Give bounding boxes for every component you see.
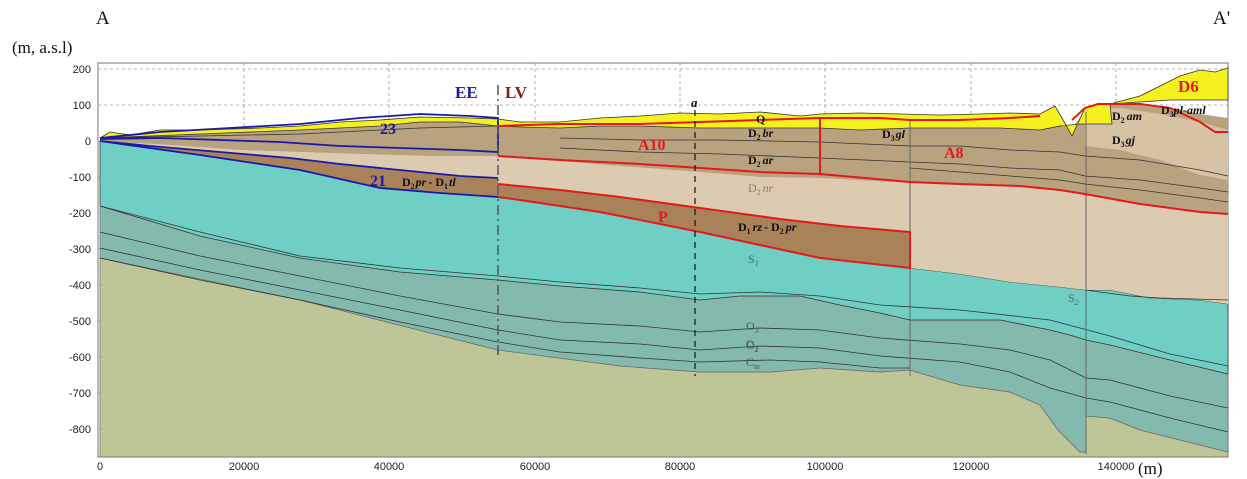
x-tick-label: 40000 bbox=[374, 461, 405, 473]
layer-d6 bbox=[1109, 67, 1229, 105]
label-o3: O3 bbox=[746, 319, 759, 335]
label-cm: Cm bbox=[746, 355, 760, 371]
label-o1: O1 bbox=[746, 337, 759, 353]
label-d3pl-aml: D3pl-aml bbox=[1161, 103, 1206, 119]
y-axis-unit: (m, a.s.l) bbox=[12, 38, 72, 57]
y-tick-label: -400 bbox=[69, 280, 91, 292]
label-latvia: LV bbox=[505, 83, 528, 102]
aquifer-a8-outline bbox=[819, 115, 1229, 215]
x-axis-unit: (m) bbox=[1138, 459, 1163, 478]
label-s2: S2 bbox=[1068, 291, 1079, 307]
x-tick-label: 80000 bbox=[665, 461, 696, 473]
label-aquifer-p: P bbox=[658, 209, 668, 226]
profile-marker-label: a bbox=[691, 95, 698, 110]
label-aquifer-a8: A8 bbox=[944, 145, 964, 162]
layer-d2am bbox=[1085, 108, 1228, 180]
x-tick-label: 60000 bbox=[520, 461, 551, 473]
aquifer-21-outline bbox=[99, 140, 499, 198]
y-tick-label: -500 bbox=[69, 316, 91, 328]
y-tick-label: -200 bbox=[69, 208, 91, 220]
y-tick-label: 100 bbox=[73, 100, 91, 112]
formation-contacts bbox=[99, 125, 1229, 433]
label-aquifer-23: 23 bbox=[380, 121, 396, 138]
y-axis-ticks: 200 100 0 -100 -200 -300 -400 -500 -600 … bbox=[69, 64, 91, 436]
x-tick-label: 140000 bbox=[1098, 461, 1135, 473]
y-tick-label: -600 bbox=[69, 352, 91, 364]
x-axis-ticks: 0 20000 40000 60000 80000 100000 120000 … bbox=[97, 461, 1134, 473]
label-s1: S1 bbox=[748, 252, 759, 268]
aquifer-p-outline bbox=[497, 183, 911, 270]
y-tick-label: 200 bbox=[73, 64, 91, 76]
layer-lower-devonian-latvia bbox=[498, 184, 910, 268]
layer-upper-devonian bbox=[100, 104, 1228, 214]
aquifers-latvia bbox=[497, 103, 1229, 270]
label-q: Q bbox=[756, 112, 765, 126]
x-tick-label: 100000 bbox=[807, 461, 844, 473]
label-d3gj: D3gj bbox=[1112, 133, 1136, 149]
label-d3gl: D3gl bbox=[882, 127, 906, 143]
label-aquifer-a10: A10 bbox=[638, 137, 666, 154]
x-tick-label: 20000 bbox=[229, 461, 260, 473]
section-end-label: A' bbox=[1213, 8, 1230, 29]
y-tick-label: 0 bbox=[85, 136, 91, 148]
y-tick-label: -100 bbox=[69, 172, 91, 184]
y-tick-label: -800 bbox=[69, 424, 91, 436]
y-tick-label: -700 bbox=[69, 388, 91, 400]
label-d2pr-d1tl: D2pr- D1tl bbox=[402, 175, 456, 191]
section-start-label: A bbox=[96, 8, 110, 29]
label-estonia: EE bbox=[455, 83, 478, 102]
label-o2: O2 bbox=[746, 338, 759, 354]
aquifer-d6-outline bbox=[1071, 103, 1228, 133]
y-tick-label: -300 bbox=[69, 244, 91, 256]
x-tick-label: 0 bbox=[97, 461, 103, 473]
label-aquifer-21: 21 bbox=[370, 173, 386, 190]
x-tick-label: 120000 bbox=[953, 461, 990, 473]
label-aquifer-d6: D6 bbox=[1178, 77, 1199, 96]
